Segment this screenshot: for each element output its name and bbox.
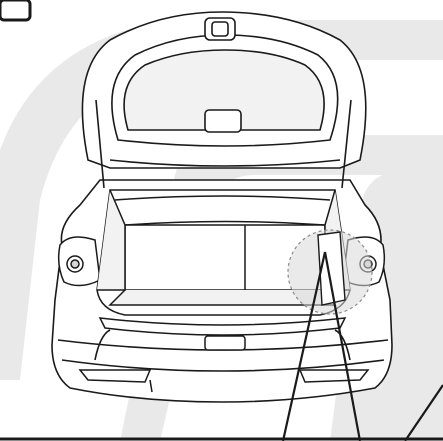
left-tail-lamp	[57, 236, 101, 287]
leader-lines	[0, 251, 443, 441]
cargo-area	[96, 189, 351, 316]
callout-highlight	[287, 229, 373, 315]
liftgate	[81, 11, 367, 189]
corner-badge	[0, 0, 32, 22]
